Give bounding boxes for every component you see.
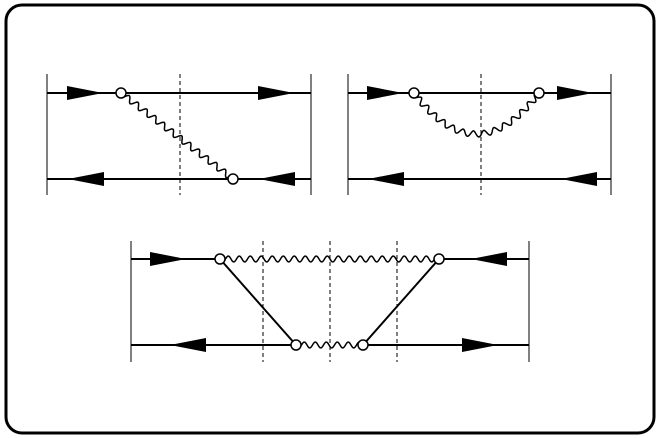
diagram-c-arrow-top-2 (471, 252, 507, 266)
diagram-a (46, 74, 312, 195)
diagram-a-vertex-2 (227, 173, 239, 185)
diagram-b-vertex-1 (408, 87, 420, 99)
diagram-c-vertex-2 (433, 253, 445, 265)
diagram-c (130, 241, 530, 362)
diagram-a-wavy-propagator (120, 92, 236, 179)
diagram-a-arrow-bottom-1 (68, 172, 104, 186)
diagram-b-arrow-top-2 (557, 86, 593, 100)
diagram-a-arrow-top-1 (67, 86, 103, 100)
diagram-a-arrow-top-2 (258, 86, 294, 100)
outer-frame (4, 3, 656, 435)
diagram-b-wavy-propagator (412, 92, 541, 138)
diagram-c-arrow-bottom-1 (170, 338, 206, 352)
diagram-c-vertex-1 (214, 253, 226, 265)
diagram-c-diagonal-right (362, 258, 440, 346)
diagram-b-arrow-top-1 (367, 86, 403, 100)
diagram-b (347, 74, 612, 195)
diagram-c-vertex-3 (290, 339, 302, 351)
diagram-a-vertex-1 (115, 87, 127, 99)
diagram-b-vertex-2 (533, 87, 545, 99)
diagram-c-wavy-top (219, 255, 440, 263)
diagram-c-arrow-top-1 (150, 252, 186, 266)
diagram-b-arrow-bottom-1 (368, 172, 404, 186)
diagram-a-arrow-bottom-2 (259, 172, 295, 186)
diagram-c-vertex-4 (357, 339, 369, 351)
diagram-c-diagonal-left (219, 258, 297, 346)
diagram-b-arrow-bottom-2 (561, 172, 597, 186)
diagram-c-arrow-bottom-2 (462, 338, 498, 352)
diagram-c-wavy-bottom (295, 341, 364, 349)
